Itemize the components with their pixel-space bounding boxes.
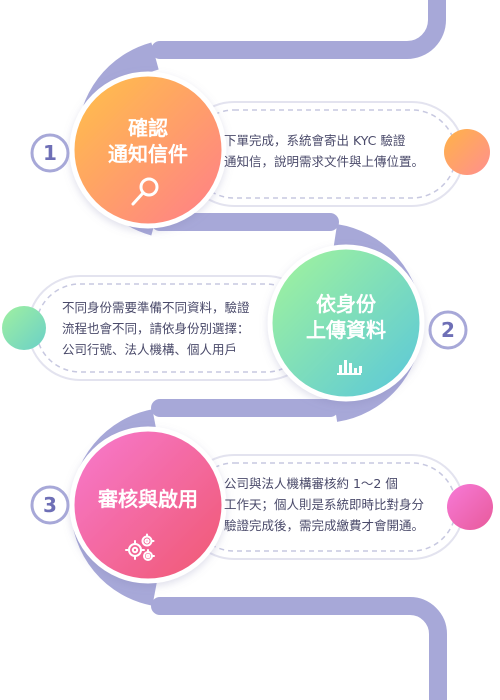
step3-circle	[69, 426, 227, 584]
step1-circle	[69, 71, 227, 229]
step2-title-line1: 依身份	[316, 292, 376, 316]
step1-title: 確認 通知信件	[88, 115, 208, 167]
step1-number: 1	[43, 141, 57, 165]
step3-description: 公司與法人機構審核約 1～2 個 工作天；個人則是系統即時比對身分 驗證完成後，…	[224, 476, 425, 533]
step2-circle	[267, 244, 425, 402]
step2-description: 不同身份需要準備不同資料，驗證 流程也會不同，請依身份別選擇： 公司行號、法人機…	[62, 300, 250, 357]
step3-number-badge	[30, 485, 70, 525]
step2-end-dot	[2, 306, 46, 350]
step1-number-badge	[30, 133, 70, 173]
step3-number: 3	[43, 493, 57, 517]
step2-number: 2	[441, 318, 455, 342]
step2-title: 依身份 上傳資料	[286, 291, 406, 343]
description-bubbles	[27, 101, 465, 560]
step3-title: 審核與啟用	[78, 486, 218, 512]
step2-title-line2: 上傳資料	[306, 318, 386, 342]
step1-end-dot	[444, 129, 490, 175]
step3-end-dot	[447, 484, 493, 530]
step1-title-line1: 確認	[128, 116, 168, 140]
step3-title-line1: 審核與啟用	[98, 487, 198, 511]
bar-chart-icon	[337, 360, 362, 375]
gears-icon	[125, 533, 155, 561]
magnifier-icon	[131, 177, 159, 206]
step1-description: 下單完成，系統會寄出 KYC 驗證 通知信，說明需求文件與上傳位置。	[224, 133, 425, 169]
timeline-track	[151, 0, 447, 700]
step2-number-badge	[428, 310, 468, 350]
step1-title-line2: 通知信件	[108, 142, 188, 166]
